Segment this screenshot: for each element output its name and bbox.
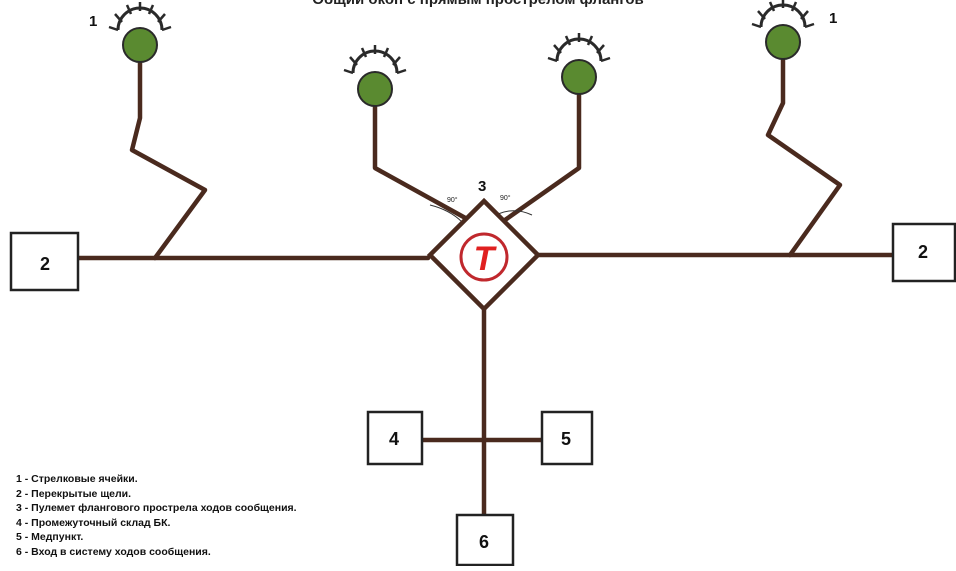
cell-lashes: [751, 0, 815, 29]
cell-lashes: [343, 45, 407, 75]
cell-arc: [351, 49, 399, 74]
legend-item: 4 - Промежуточный склад БК.: [16, 516, 171, 529]
branch-right-far: [765, 55, 843, 258]
label-machine-gun: 3: [478, 178, 486, 195]
box-covered-slit-right: [891, 222, 956, 283]
cell-arc: [555, 37, 603, 62]
box-6-label: 6: [479, 532, 489, 552]
legend-item: 2 - Перекрытые щели.: [16, 487, 132, 500]
trench-lines: [75, 55, 896, 518]
box-right-label: 2: [918, 242, 928, 262]
cell-lashes: [108, 2, 172, 32]
box-medpost: [540, 410, 594, 466]
box-left-label: 2: [40, 254, 50, 274]
legend-item: 6 - Вход в систему ходов сообщения.: [16, 545, 211, 558]
box-5-label: 5: [561, 429, 571, 449]
legend: 1 - Стрелковые ячейки. 2 - Перекрытые ще…: [16, 472, 297, 560]
cell-circle: [122, 27, 158, 63]
firing-cell-left-far: [108, 2, 172, 63]
firing-cell-right-far: [751, 0, 815, 60]
legend-item: 1 - Стрелковые ячейки.: [16, 473, 138, 485]
angle-arc-right: [497, 210, 533, 216]
machine-gun-position: Т: [426, 197, 542, 313]
branch-left-far: [129, 59, 208, 261]
angle-arc-left: [429, 204, 463, 223]
label-cell-right: 1: [829, 10, 837, 27]
firing-cell-left-inner: [343, 45, 407, 107]
box-ammo-depot: [366, 410, 424, 466]
gun-circle: [459, 232, 509, 282]
cell-circle: [765, 24, 801, 60]
boxes: [9, 222, 956, 567]
branch-left-inner: [372, 103, 472, 223]
cell-arc: [116, 6, 164, 31]
label-cell-left: 1: [89, 13, 97, 30]
box-4-label: 4: [389, 429, 399, 449]
legend-item: 5 - Медпункт.: [16, 531, 84, 544]
box-covered-slit-left: [9, 231, 80, 292]
box-entrance: [455, 513, 515, 567]
firing-cell-right-inner: [547, 33, 611, 95]
cell-circle: [561, 59, 597, 95]
angle-label-right: 90°: [500, 194, 511, 202]
cell-arc: [759, 3, 807, 28]
cell-lashes: [547, 33, 611, 63]
legend-item: 3 - Пулемет флангового прострела ходов с…: [16, 502, 297, 515]
gun-symbol: Т: [474, 240, 498, 278]
angle-label-left: 90°: [447, 196, 458, 204]
branch-right-inner: [502, 92, 582, 223]
angle-arcs: [429, 204, 533, 223]
cell-circle: [357, 71, 393, 107]
diagram-title: Общий окоп с прямым прострелом флангов: [0, 0, 956, 8]
